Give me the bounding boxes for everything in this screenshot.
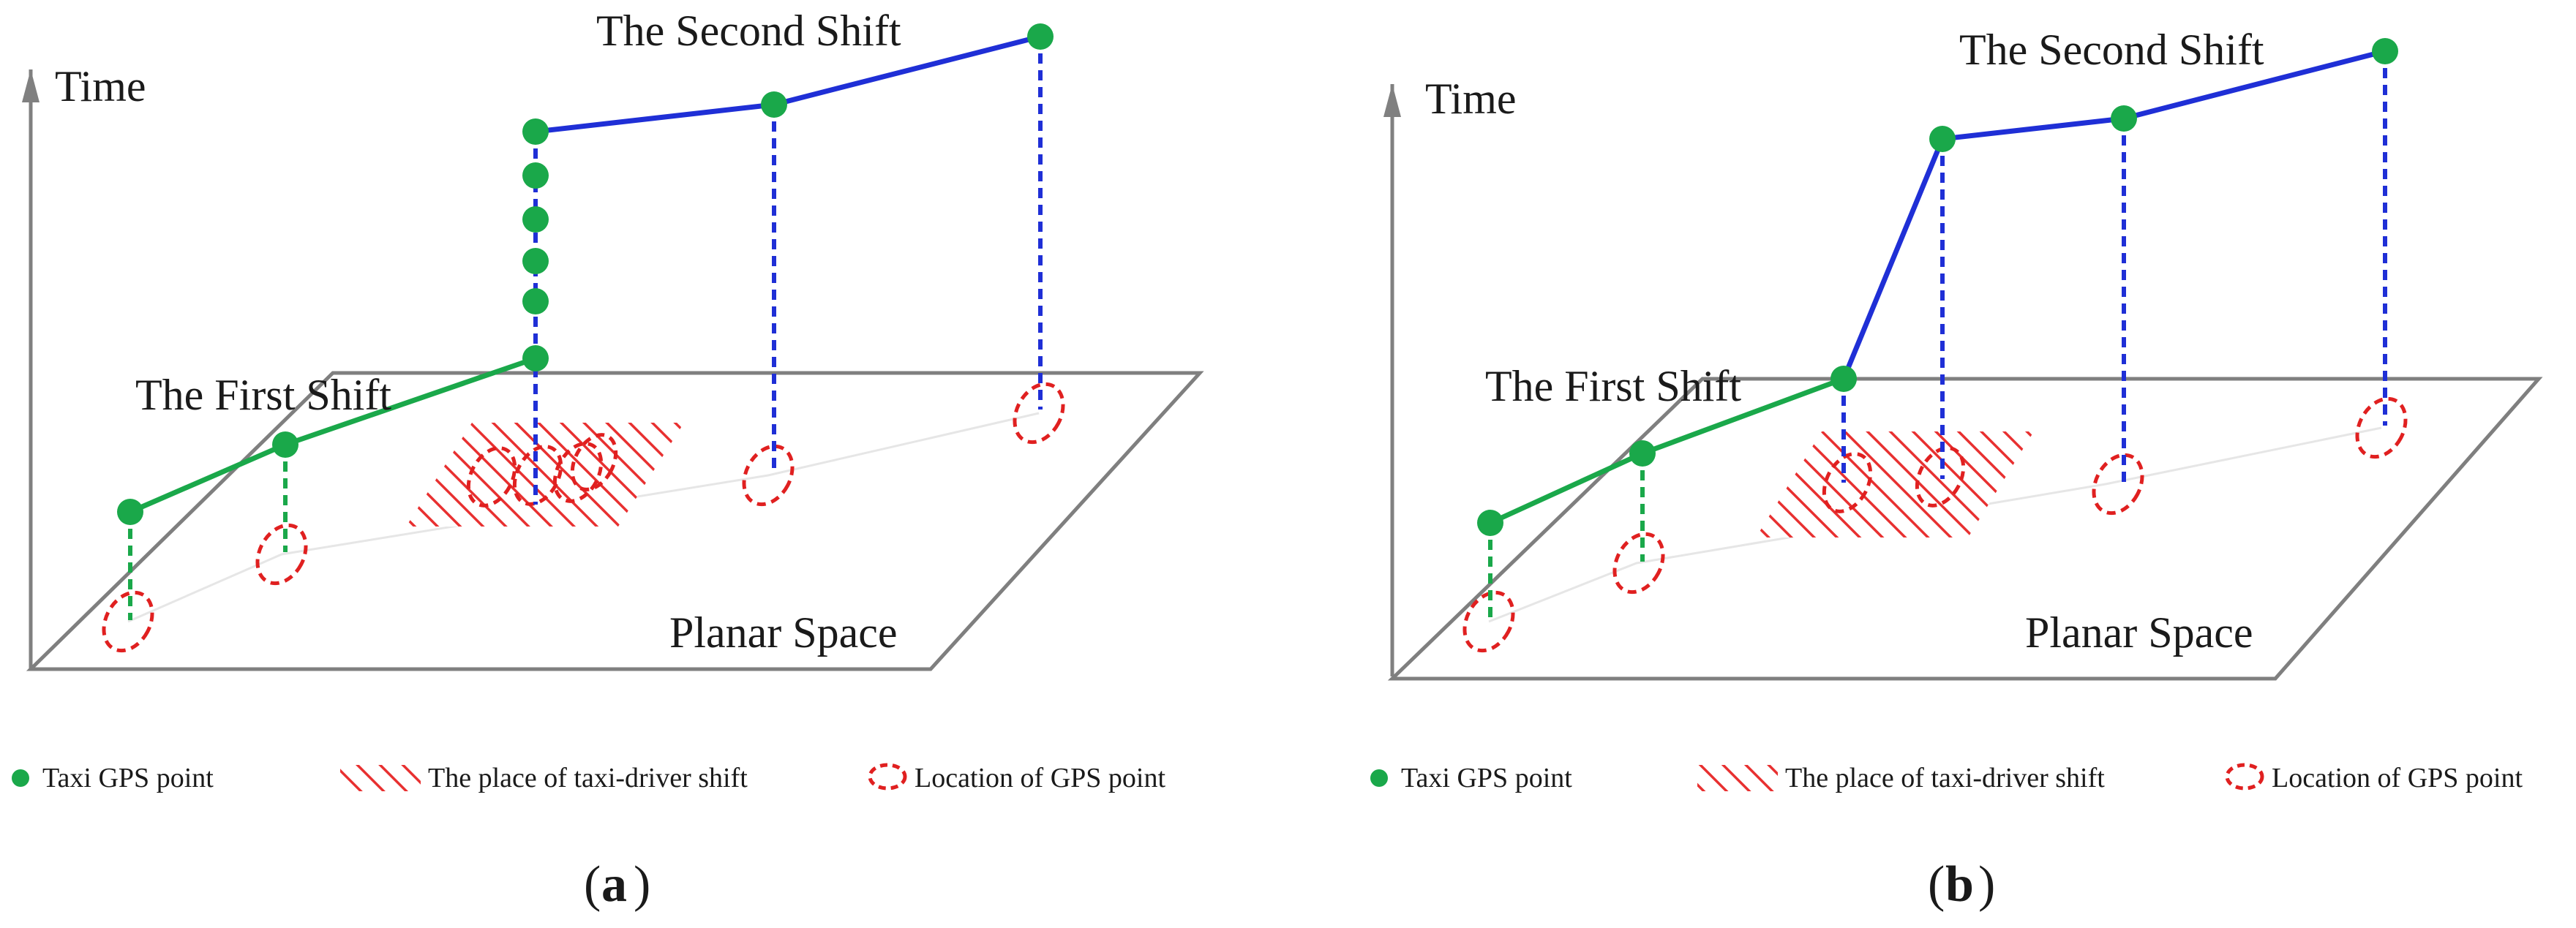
gps-point	[1027, 23, 1054, 50]
caption-b-close: )	[1978, 856, 1995, 913]
gps-location	[255, 523, 308, 586]
gps-point	[117, 499, 143, 525]
gps-point	[761, 91, 787, 118]
caption-b-open: (	[1928, 856, 1945, 913]
gps-point	[2111, 105, 2137, 132]
time-axis-arrow	[1383, 84, 1401, 117]
time-axis-label: Time	[1425, 75, 1517, 123]
time-axis-label: Time	[55, 62, 146, 110]
planar-space-label: Planar Space	[669, 608, 898, 657]
second-shift-trajectory	[1841, 48, 2386, 380]
time-axis-arrow	[22, 69, 40, 102]
shift-place-area	[1756, 431, 2034, 537]
legend-gps-point-icon	[12, 769, 29, 787]
panel-b: Time The First Shift The Second Shi	[1370, 26, 2543, 913]
legend-gps-location-label: Location of GPS point	[915, 763, 1165, 793]
panel-a: Time The	[12, 7, 1204, 913]
gps-point	[272, 431, 298, 458]
gps-point	[1929, 126, 1956, 152]
legend-gps-point-label: Taxi GPS point	[1401, 763, 1572, 793]
gps-location	[2355, 396, 2408, 459]
gps-location	[570, 433, 618, 491]
first-shift-label: The First Shift	[135, 371, 391, 419]
gps-location	[1013, 382, 1065, 445]
gps-location	[466, 446, 517, 508]
gps-point	[2372, 38, 2398, 64]
gps-point	[522, 288, 549, 314]
gps-location	[1915, 446, 1966, 508]
gps-location	[552, 442, 604, 503]
gps-point	[522, 248, 549, 274]
gps-point	[1830, 366, 1857, 392]
legend-gps-point-label: Taxi GPS point	[42, 763, 214, 793]
legend-gps-location-icon	[868, 763, 907, 791]
gps-location	[512, 445, 563, 506]
caption-a: a	[601, 856, 627, 913]
gps-point	[522, 162, 549, 189]
gps-location	[102, 590, 154, 653]
first-shift-label: The First Shift	[1485, 362, 1741, 410]
gps-location	[742, 444, 795, 507]
gps-point	[522, 118, 549, 145]
legend-shift-place-icon	[1697, 765, 1778, 791]
legend-shift-place-label: The place of taxi-driver shift	[428, 763, 748, 793]
gps-location	[1822, 452, 1873, 513]
caption-a-open: (	[584, 856, 601, 913]
legend-gps-location-label: Location of GPS point	[2272, 763, 2523, 793]
gps-point	[1629, 440, 1656, 467]
legend-shift-place-icon	[340, 765, 421, 791]
gps-location	[2092, 453, 2144, 516]
second-shift-label: The Second Shift	[1959, 26, 2264, 74]
planar-space-label: Planar Space	[2025, 608, 2253, 657]
legend-gps-point-icon	[1370, 769, 1388, 787]
legend-gps-location-icon	[2225, 763, 2264, 791]
gps-location	[1612, 532, 1665, 595]
gps-point	[1477, 510, 1503, 536]
caption-a-close: )	[634, 856, 650, 913]
gps-location	[1462, 590, 1515, 653]
second-shift-label: The Second Shift	[596, 7, 901, 55]
legend-shift-place-label: The place of taxi-driver shift	[1785, 763, 2105, 793]
caption-b: b	[1945, 856, 1974, 913]
gps-point	[522, 206, 549, 233]
gps-point	[522, 345, 549, 371]
